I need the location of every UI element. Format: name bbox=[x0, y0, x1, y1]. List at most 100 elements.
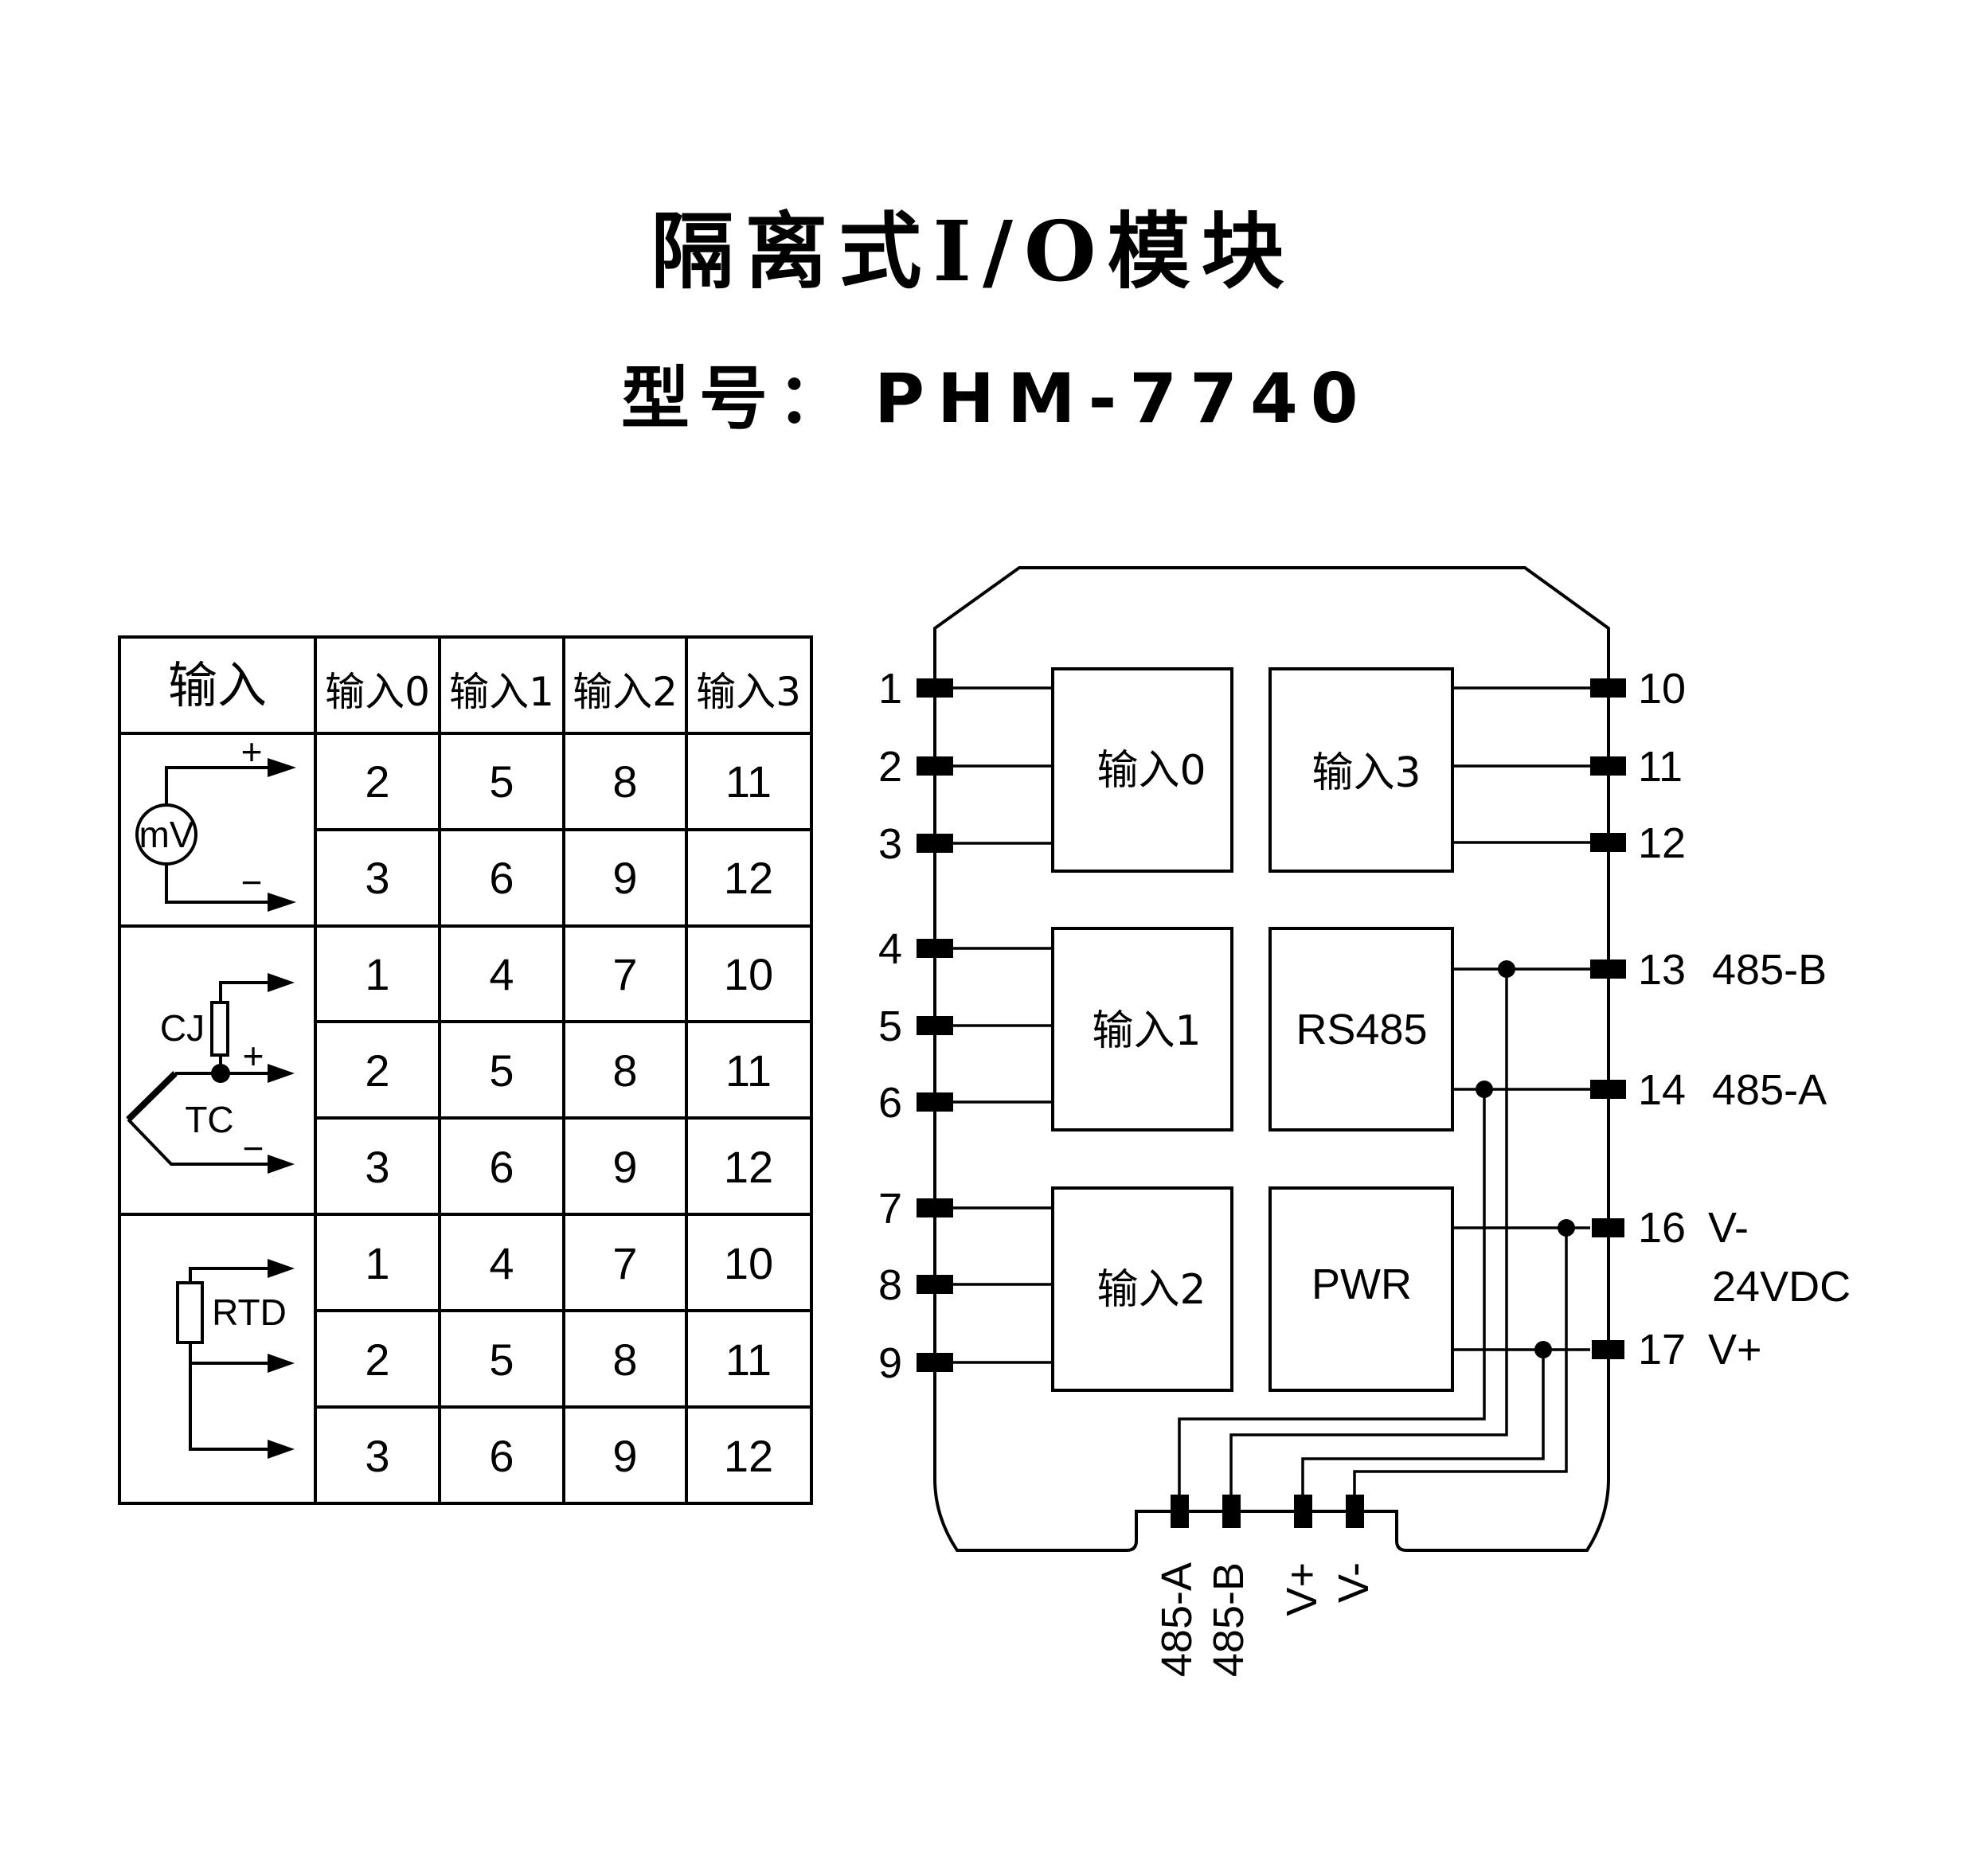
tc-label: TC bbox=[185, 1099, 233, 1140]
pin-label: 9 bbox=[878, 1339, 902, 1387]
table-row: 1 4 7 10 bbox=[365, 1238, 773, 1288]
tc-plus-label: + bbox=[243, 1035, 264, 1077]
terminal-pin bbox=[1592, 1340, 1624, 1359]
table-cell: 1 bbox=[365, 1238, 389, 1288]
model-value: PHM-7740 bbox=[874, 359, 1371, 439]
table-cell: 2 bbox=[365, 1045, 389, 1096]
junction-dot bbox=[1558, 1219, 1575, 1237]
table-row: 3 6 9 12 bbox=[365, 1431, 773, 1481]
table-row: 2 5 8 11 bbox=[365, 756, 772, 807]
signal-label-v-plus: V+ bbox=[1708, 1326, 1762, 1374]
pin-label: 11 bbox=[1638, 743, 1683, 791]
signal-label-485-b: 485-B bbox=[1712, 946, 1827, 994]
bottom-pin-label: 485-B bbox=[1205, 1562, 1253, 1677]
block-pwr: PWR bbox=[1268, 1186, 1454, 1392]
table-cell: 3 bbox=[365, 1142, 389, 1192]
table-cell: 4 bbox=[489, 1238, 514, 1288]
table-border bbox=[118, 635, 813, 1505]
table-cell: 6 bbox=[489, 1142, 514, 1192]
wire-485-a bbox=[1178, 1089, 1486, 1495]
table-cell: 1 bbox=[365, 949, 389, 999]
terminal-pin bbox=[917, 834, 953, 853]
terminal-pin bbox=[917, 1198, 953, 1217]
pin-label: 1 bbox=[878, 665, 902, 713]
table-cell: 8 bbox=[612, 1335, 637, 1385]
table-cell: 11 bbox=[725, 1045, 772, 1096]
table-col-header: 输入0 bbox=[325, 669, 430, 715]
pin-label: 10 bbox=[1638, 665, 1686, 713]
pin-label: 2 bbox=[878, 743, 902, 791]
block-input0: 输入0 bbox=[1051, 667, 1233, 873]
table-cell: 9 bbox=[612, 1142, 637, 1192]
pin-label: 16 bbox=[1638, 1204, 1686, 1252]
table-cell: 12 bbox=[724, 1431, 773, 1481]
table-col-header: 输入2 bbox=[573, 669, 678, 715]
junction-dot bbox=[1498, 960, 1515, 978]
page-title: 隔离式I/O模块 bbox=[651, 202, 1295, 300]
supply-label: 24VDC bbox=[1712, 1263, 1851, 1311]
bottom-terminals: 485-A 485-B V+ V- bbox=[1153, 1495, 1378, 1677]
table-cell: 7 bbox=[612, 1238, 637, 1288]
cj-label: CJ bbox=[160, 1007, 205, 1049]
table-cell: 5 bbox=[489, 1045, 514, 1096]
terminal-table: 输入 输入0 输入1 输入2 输入3 2 5 8 11 3 6 9 12 1 4… bbox=[118, 635, 813, 1505]
wire-v-plus bbox=[1301, 1350, 1545, 1495]
table-cell: 2 bbox=[365, 1335, 389, 1385]
table-cell: 3 bbox=[365, 1431, 389, 1481]
table-col-header: 输入1 bbox=[449, 669, 554, 715]
block-input2: 输入2 bbox=[1051, 1186, 1233, 1392]
table-cell: 10 bbox=[724, 949, 773, 999]
pin-label: 13 bbox=[1638, 946, 1686, 994]
bottom-bus-wires bbox=[1178, 960, 1575, 1495]
table-cell: 11 bbox=[725, 756, 772, 807]
terminal-pin bbox=[917, 1016, 953, 1035]
block-input0-label: 输入0 bbox=[1096, 747, 1206, 795]
terminal-pin bbox=[917, 1353, 953, 1372]
bottom-pin-label: V+ bbox=[1278, 1562, 1326, 1616]
pin-label: 8 bbox=[878, 1261, 902, 1309]
block-rs485: RS485 bbox=[1268, 927, 1454, 1131]
block-input1-label: 输入1 bbox=[1092, 1007, 1201, 1055]
table-cell: 6 bbox=[489, 1431, 514, 1481]
table-cell: 8 bbox=[612, 756, 637, 807]
module-outline bbox=[933, 566, 1610, 1552]
table-cell: 9 bbox=[612, 1431, 637, 1481]
table-row: 1 4 7 10 bbox=[365, 949, 773, 999]
pin-label: 14 bbox=[1638, 1066, 1686, 1114]
wire-485-b bbox=[1229, 969, 1508, 1495]
mv-minus-label: − bbox=[241, 862, 263, 903]
table-cell: 12 bbox=[724, 853, 773, 903]
block-input1: 输入1 bbox=[1051, 927, 1233, 1131]
thermocouple-icon: CJ TC + − bbox=[126, 973, 295, 1174]
right-pin-wires bbox=[1452, 686, 1590, 1351]
table-cell: 10 bbox=[724, 1238, 773, 1288]
mv-plus-label: + bbox=[241, 731, 263, 772]
terminal-pin bbox=[917, 678, 953, 698]
block-input2-label: 输入2 bbox=[1096, 1266, 1206, 1314]
table-cell: 7 bbox=[612, 949, 637, 999]
terminal-pin bbox=[917, 939, 953, 958]
table-cell: 3 bbox=[365, 853, 389, 903]
pin-label: 4 bbox=[878, 925, 902, 973]
block-rs485-label: RS485 bbox=[1296, 1006, 1427, 1053]
signal-label-v-minus: V- bbox=[1708, 1204, 1749, 1252]
table-row: 2 5 8 11 bbox=[365, 1045, 772, 1096]
model-label: 型号： bbox=[621, 358, 855, 439]
terminal-pin bbox=[917, 1275, 953, 1294]
bottom-pin-label: 485-A bbox=[1153, 1562, 1201, 1677]
table-cell: 5 bbox=[489, 1335, 514, 1385]
block-input3: 输入3 bbox=[1268, 667, 1454, 873]
terminal-pin bbox=[1590, 678, 1626, 698]
terminal-pin bbox=[1222, 1495, 1241, 1528]
block-pwr-label: PWR bbox=[1311, 1260, 1412, 1308]
left-terminals: 1 2 3 4 5 6 7 8 9 bbox=[878, 665, 953, 1387]
right-terminals: 10 11 12 13 14 16 17 485-B 485-A V- 24VD… bbox=[1590, 665, 1851, 1374]
table-row: 3 6 9 12 bbox=[365, 1142, 773, 1192]
pin-label: 7 bbox=[878, 1185, 902, 1233]
rtd-sensor-icon: RTD bbox=[176, 1259, 295, 1459]
bottom-pin-label: V- bbox=[1330, 1562, 1378, 1603]
terminal-pin bbox=[1590, 1080, 1626, 1099]
terminal-pin bbox=[1590, 959, 1626, 979]
table-row: 3 6 9 12 bbox=[365, 853, 773, 903]
